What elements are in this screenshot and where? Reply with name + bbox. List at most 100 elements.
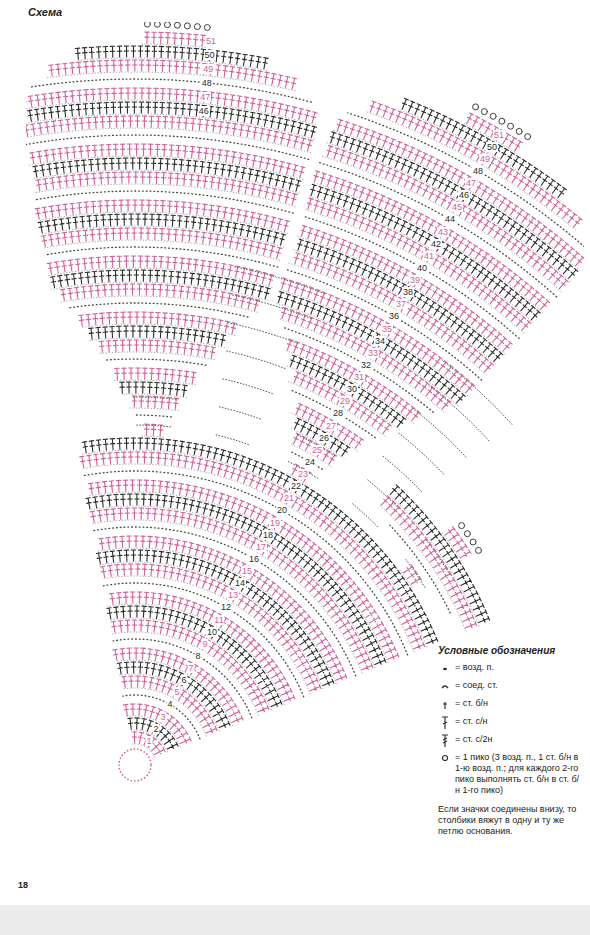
base-chain — [112, 632, 258, 715]
base-chain — [129, 730, 168, 752]
legend-entry: = ст. б/н — [438, 698, 584, 712]
row-number: 41 — [423, 251, 435, 261]
row-number: 7 — [187, 663, 194, 673]
chain-row — [135, 415, 171, 417]
base-chain — [83, 464, 414, 652]
row-number: 47 — [465, 178, 477, 188]
row-number: 47 — [199, 92, 211, 102]
base-chain — [90, 506, 375, 668]
legend-entry: = ст. с/н — [438, 716, 584, 730]
stitch-row — [88, 480, 398, 659]
page-strip — [0, 905, 590, 935]
base-chain — [115, 380, 196, 385]
centre-ring — [119, 749, 151, 781]
base-chain — [60, 296, 257, 312]
stitch-row — [330, 132, 577, 278]
base-chain — [88, 492, 389, 663]
row-number: 49 — [479, 154, 491, 164]
lace-arch — [214, 434, 248, 444]
chain-row — [123, 695, 200, 739]
base-chain — [100, 562, 324, 689]
lace-arch — [351, 503, 377, 527]
stitch-row — [51, 270, 271, 299]
stitch-row — [79, 312, 237, 334]
stitch-row — [132, 396, 178, 409]
legend-note: Если значки соединены внизу, то столбики… — [438, 804, 584, 837]
row-number: 43 — [437, 227, 449, 237]
row-number: 46 — [458, 190, 470, 200]
lace-arch — [135, 425, 171, 427]
row-number: 48 — [201, 78, 213, 88]
base-chain — [129, 408, 179, 411]
base-chain — [127, 716, 181, 747]
row-number: 51 — [205, 36, 217, 46]
base-chain — [388, 494, 479, 626]
row-number: 9 — [201, 639, 208, 649]
stitch-row — [101, 564, 321, 691]
base-chain — [462, 123, 517, 154]
stitch-row — [467, 113, 523, 151]
double-crochet-symbol — [438, 716, 452, 730]
row-number: 18 — [262, 530, 274, 540]
base-chain — [98, 352, 214, 360]
row-number: 2 — [152, 724, 159, 734]
lace-arch — [132, 397, 176, 399]
legend-entry: = возд. п. — [438, 662, 584, 676]
base-chain — [80, 324, 235, 336]
row-number: 23 — [297, 469, 309, 479]
row-number: 32 — [360, 360, 372, 370]
row-number: 8 — [194, 651, 201, 661]
base-chain — [34, 184, 295, 207]
slip-stitch-symbol — [438, 680, 452, 694]
stitch-row — [80, 452, 425, 649]
stitch-row — [36, 172, 297, 205]
base-chain — [313, 183, 542, 313]
row-number: 19 — [269, 518, 281, 528]
base-chain — [29, 156, 303, 180]
stitch-row — [123, 704, 191, 744]
row-number: 3 — [159, 712, 166, 722]
legend: Условные обозначения = возд. п. = соед. … — [438, 645, 584, 837]
row-number: 12 — [220, 602, 232, 612]
stitch-row — [278, 292, 465, 403]
base-chain — [26, 100, 315, 125]
base-chain — [140, 44, 205, 47]
chain-row — [319, 163, 556, 297]
row-number: 39 — [409, 275, 421, 285]
lace-arch — [233, 267, 325, 294]
chain-row — [84, 471, 408, 655]
stitch-row — [75, 46, 268, 69]
row-number: 20 — [276, 505, 288, 515]
lace-arch — [413, 408, 466, 457]
row-number: 49 — [202, 64, 214, 74]
row-number: 33 — [367, 348, 379, 358]
row-number: 36 — [388, 311, 400, 321]
row-number: 31 — [353, 372, 365, 382]
base-chain — [26, 128, 311, 153]
stitch-row — [132, 732, 165, 755]
stitch-row — [314, 171, 550, 310]
row-number: 10 — [206, 627, 218, 637]
row-number: 35 — [381, 324, 393, 334]
base-chain — [39, 212, 287, 233]
row-number: 44 — [444, 214, 456, 224]
stitch-row — [370, 101, 582, 227]
row-number: 26 — [318, 433, 330, 443]
lace-arch — [398, 432, 444, 474]
picot-edge — [459, 523, 482, 554]
row-number: 38 — [402, 287, 414, 297]
legend-entry: = 1 пико (3 возд. п., 1 ст. б/н в 1-ю во… — [438, 752, 584, 796]
row-number: 46 — [198, 106, 210, 116]
row-number: 29 — [339, 396, 351, 406]
row-number: 42 — [430, 239, 442, 249]
lace-arch — [425, 539, 450, 575]
row-number: 37 — [395, 299, 407, 309]
row-number: 5 — [173, 687, 180, 697]
row-number: 4 — [166, 699, 173, 709]
stitch-row — [86, 494, 386, 665]
stitch-row — [445, 527, 471, 558]
base-chain — [93, 520, 363, 673]
base-chain — [110, 618, 272, 710]
base-chain — [400, 570, 412, 588]
lace-arch — [383, 456, 422, 492]
